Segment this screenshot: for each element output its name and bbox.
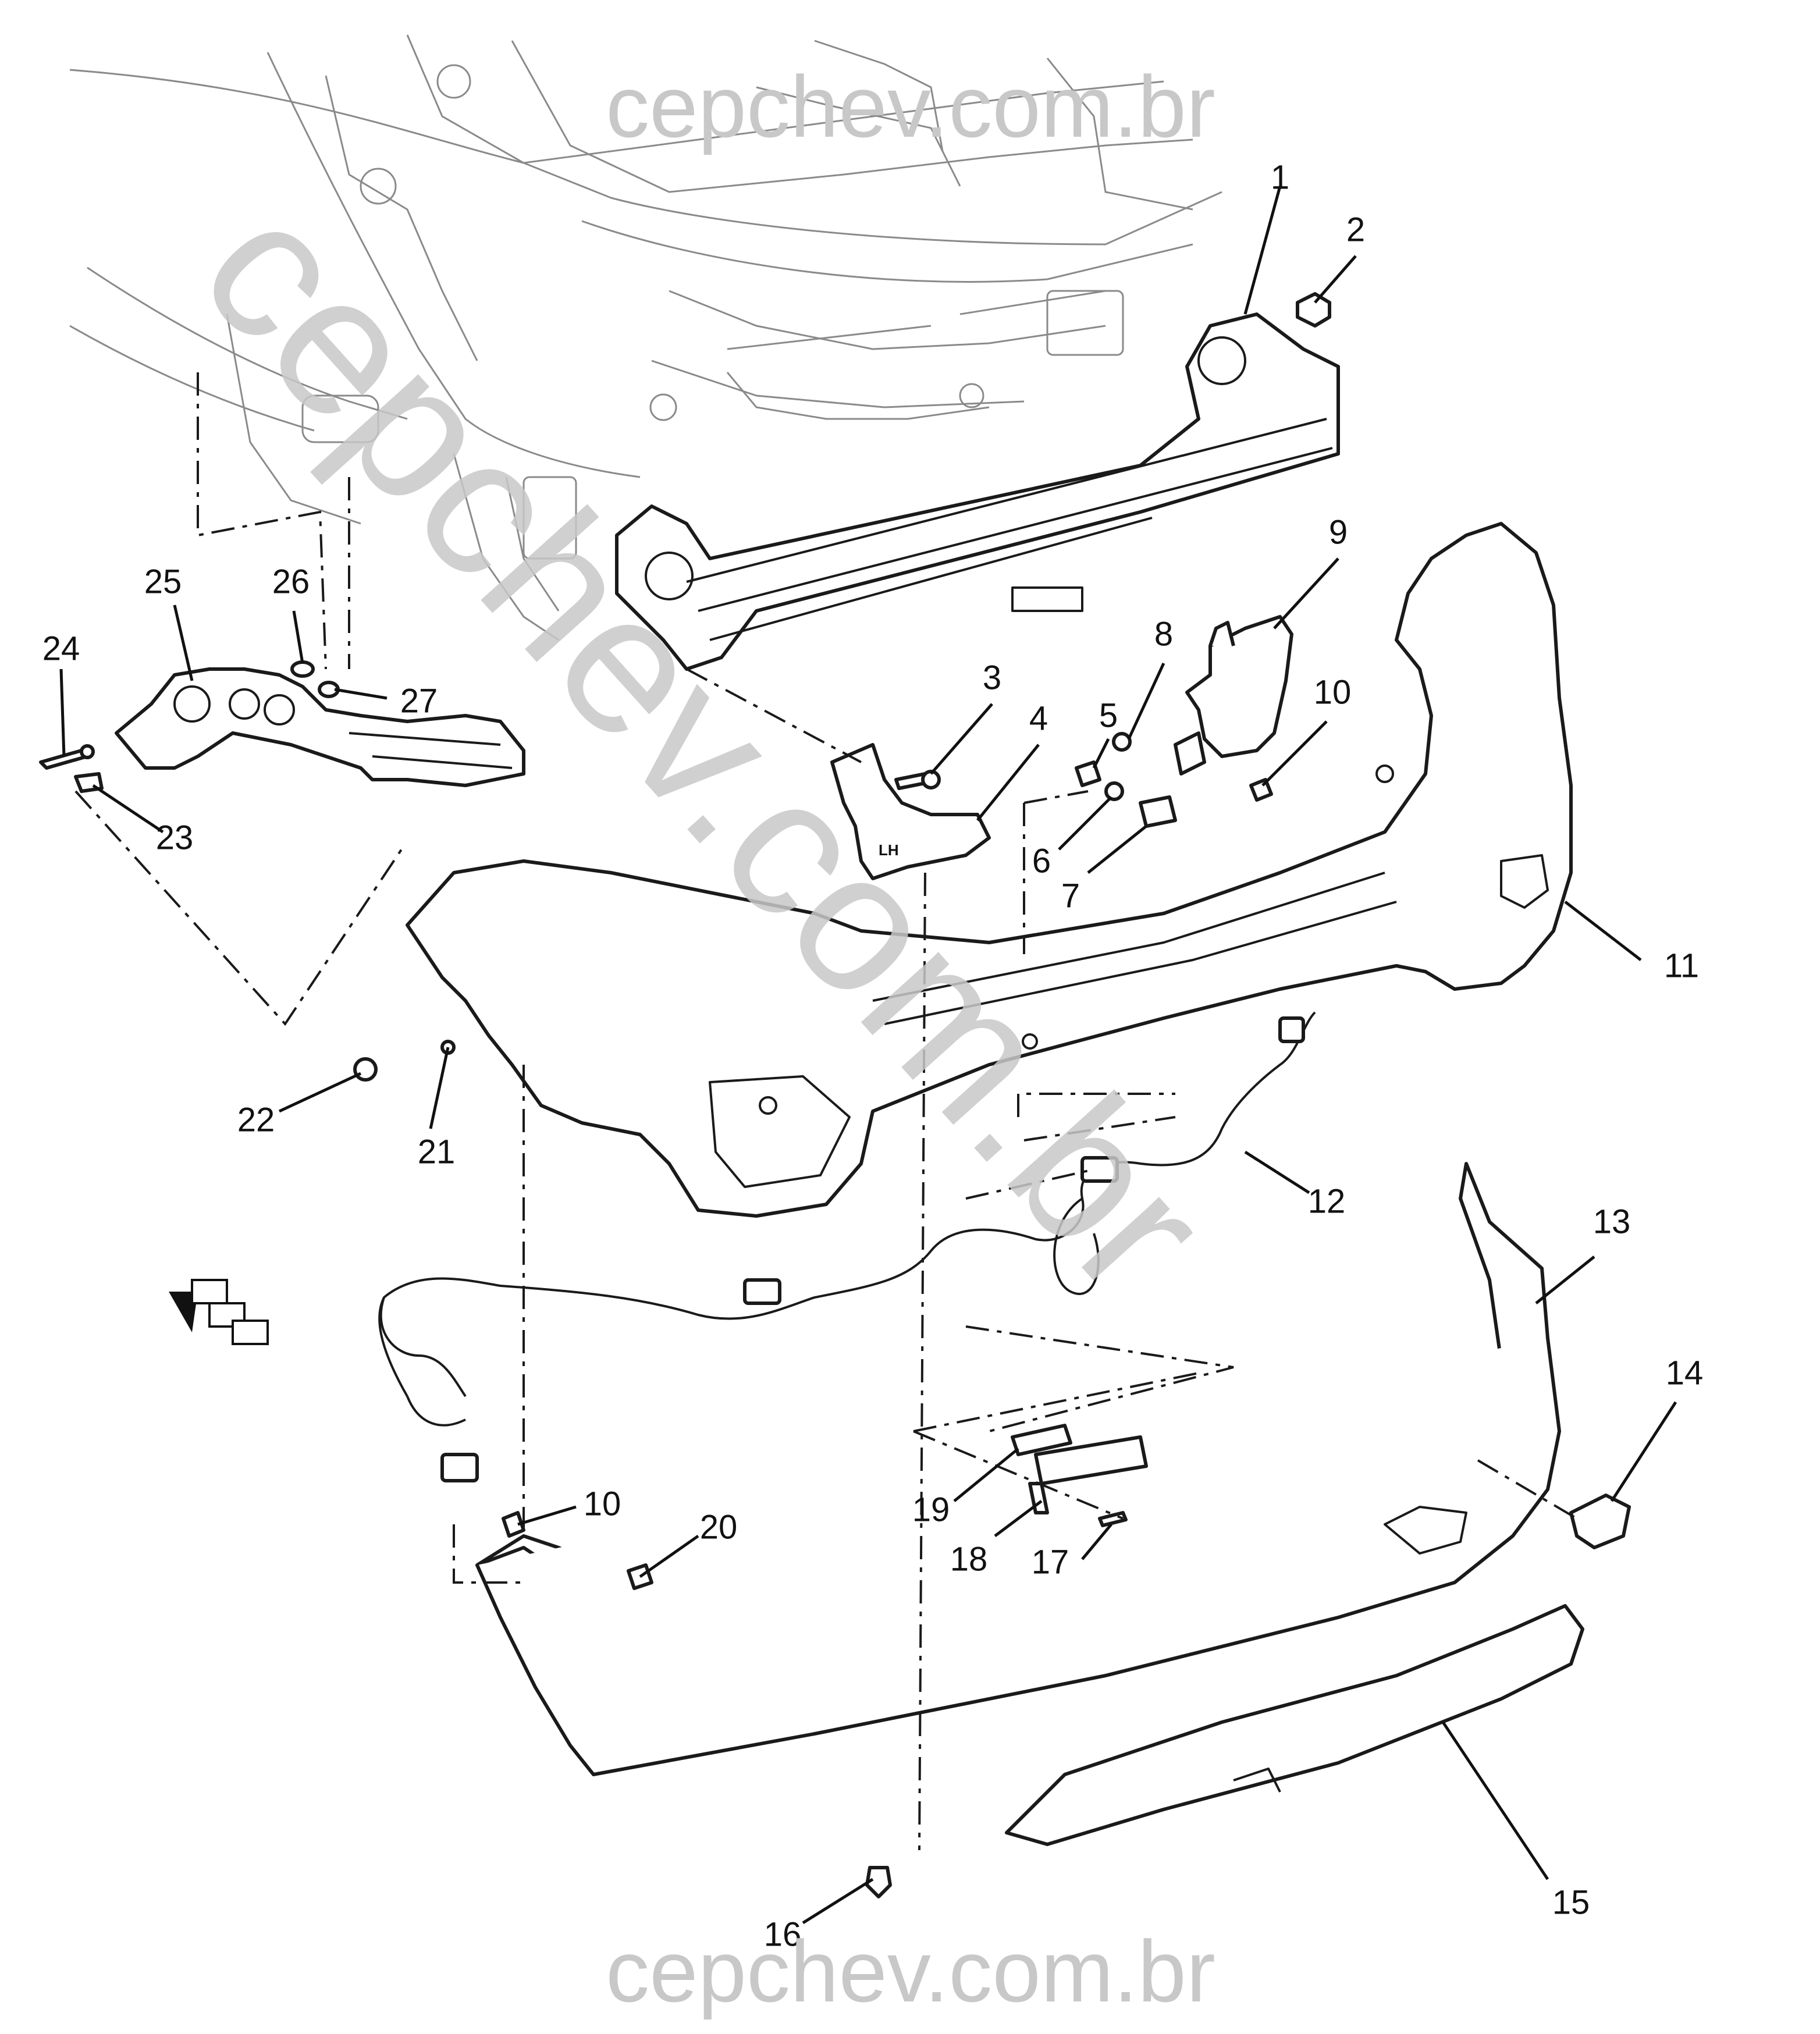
watermark-bottom: cepchev.com.br — [606, 1922, 1215, 2020]
part-screw-8 — [1112, 732, 1132, 752]
callout-5: 5 — [1099, 697, 1118, 735]
part-left-bumper-bracket — [115, 667, 525, 787]
callout-1: 1 — [1271, 159, 1289, 197]
callout-labels: 1 2 3 4 5 6 7 8 9 10 10 11 12 13 14 15 1… — [42, 159, 1704, 1954]
part-nut-2 — [1296, 292, 1331, 328]
callout-4: 4 — [1029, 700, 1048, 738]
part-wiring-harness-12 — [378, 1011, 1316, 1482]
assembly-dash-lines — [74, 372, 1578, 1851]
callout-7: 7 — [1061, 877, 1080, 915]
callout-8: 8 — [1154, 616, 1173, 653]
callout-24: 24 — [42, 630, 80, 668]
callout-13: 13 — [1593, 1203, 1631, 1241]
callout-23: 23 — [156, 819, 194, 857]
callout-6: 6 — [1032, 842, 1051, 880]
callout-26: 26 — [272, 563, 310, 601]
callout-12: 12 — [1308, 1183, 1346, 1221]
part-plate-7 — [1139, 795, 1177, 828]
callout-9: 9 — [1329, 514, 1348, 552]
callout-10-upper: 10 — [1314, 674, 1352, 712]
part-skid-plate-15 — [1005, 1604, 1584, 1846]
part-push-pin-22 — [353, 1057, 378, 1082]
part-bumper-fascia-11 — [406, 522, 1573, 1218]
part-washer-6 — [1104, 781, 1124, 801]
watermark-top: cepchev.com.br — [606, 58, 1215, 155]
part-screw-24 — [39, 744, 95, 770]
callout-22: 22 — [237, 1101, 275, 1139]
part-bumper-impact-bar — [615, 312, 1340, 671]
callout-16: 16 — [764, 1916, 802, 1954]
callout-10-lower: 10 — [584, 1485, 621, 1523]
vehicle-body-structure — [69, 34, 1222, 641]
leader-lines — [59, 186, 1677, 1925]
callout-21: 21 — [418, 1133, 456, 1171]
callout-18: 18 — [950, 1541, 988, 1578]
callout-15: 15 — [1552, 1884, 1590, 1922]
part-washer-26 — [290, 660, 315, 678]
part-cap-14 — [1569, 1494, 1631, 1549]
part-bolt-3 — [894, 770, 941, 790]
callout-19: 19 — [912, 1491, 950, 1529]
front-arrow-icon — [169, 1279, 269, 1345]
callout-17: 17 — [1032, 1544, 1069, 1581]
callout-27: 27 — [400, 682, 438, 720]
part-reflector-bracket-9 — [1174, 615, 1293, 776]
callout-3: 3 — [983, 659, 1001, 697]
lh-stamp: LH — [879, 841, 899, 859]
callout-20: 20 — [700, 1509, 738, 1546]
callout-14: 14 — [1666, 1354, 1704, 1392]
callout-25: 25 — [144, 563, 182, 601]
part-bracket-lh-4: LH — [830, 743, 991, 880]
part-clip-10-upper — [1249, 778, 1273, 802]
callout-2: 2 — [1346, 211, 1365, 249]
callout-11: 11 — [1664, 947, 1699, 985]
part-lower-fascia-13 — [475, 1162, 1561, 1776]
